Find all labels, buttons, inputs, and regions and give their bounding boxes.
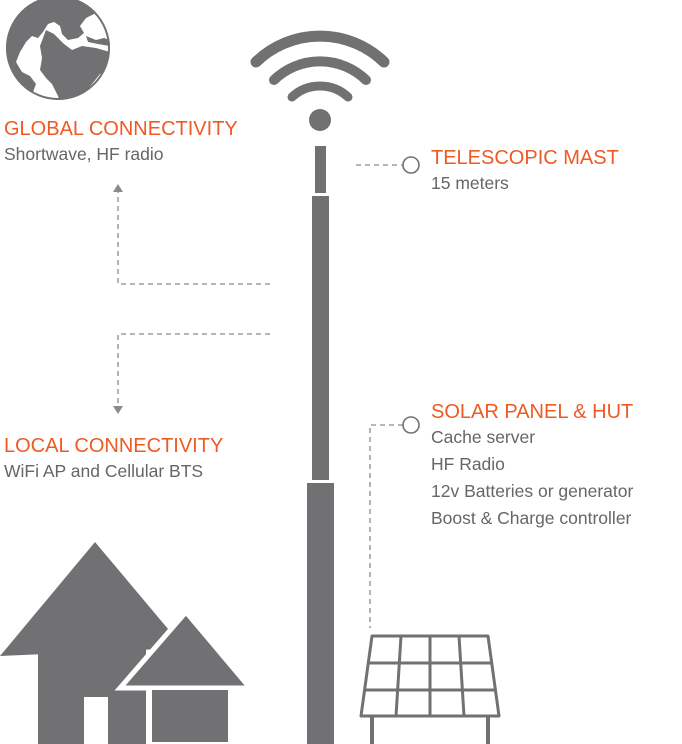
solar-item: Cache server	[431, 427, 536, 447]
local-connectivity-label: LOCAL CONNECTIVITY WiFi AP and Cellular …	[4, 434, 223, 485]
arrow-up-icon	[113, 184, 123, 192]
local-title: LOCAL CONNECTIVITY	[4, 435, 224, 457]
connector-lines	[117, 164, 403, 628]
local-subtitle: WiFi AP and Cellular BTS	[4, 461, 204, 481]
global-connectivity-label: GLOBAL CONNECTIVITY Shortwave, HF radio	[4, 117, 238, 168]
solar-connector	[369, 424, 403, 628]
mast-title: TELESCOPIC MAST	[431, 147, 619, 169]
solar-panel-icon	[359, 634, 501, 744]
telescopic-mast-label: TELESCOPIC MAST 15 meters	[431, 146, 619, 197]
local-connector	[117, 333, 270, 408]
antenna-dot	[309, 109, 331, 131]
solar-item: Boost & Charge controller	[431, 508, 632, 528]
globe-icon	[6, 0, 110, 100]
telescopic-mast-icon	[307, 146, 334, 744]
global-title: GLOBAL CONNECTIVITY	[4, 118, 238, 140]
solar-panel-label: SOLAR PANEL & HUT Cache server HF Radio …	[431, 400, 633, 532]
solar-item-list: Cache server HF Radio 12v Batteries or g…	[431, 424, 633, 532]
solar-marker	[402, 416, 420, 434]
global-connector	[117, 192, 270, 285]
house-icon	[0, 542, 256, 744]
global-subtitle: Shortwave, HF radio	[4, 144, 164, 164]
arrow-down-icon	[113, 406, 123, 414]
wifi-signal-icon	[250, 30, 390, 102]
mast-subtitle: 15 meters	[431, 173, 509, 193]
mast-marker	[402, 156, 420, 174]
solar-title: SOLAR PANEL & HUT	[431, 401, 634, 423]
solar-item: 12v Batteries or generator	[431, 481, 634, 501]
solar-item: HF Radio	[431, 454, 505, 474]
